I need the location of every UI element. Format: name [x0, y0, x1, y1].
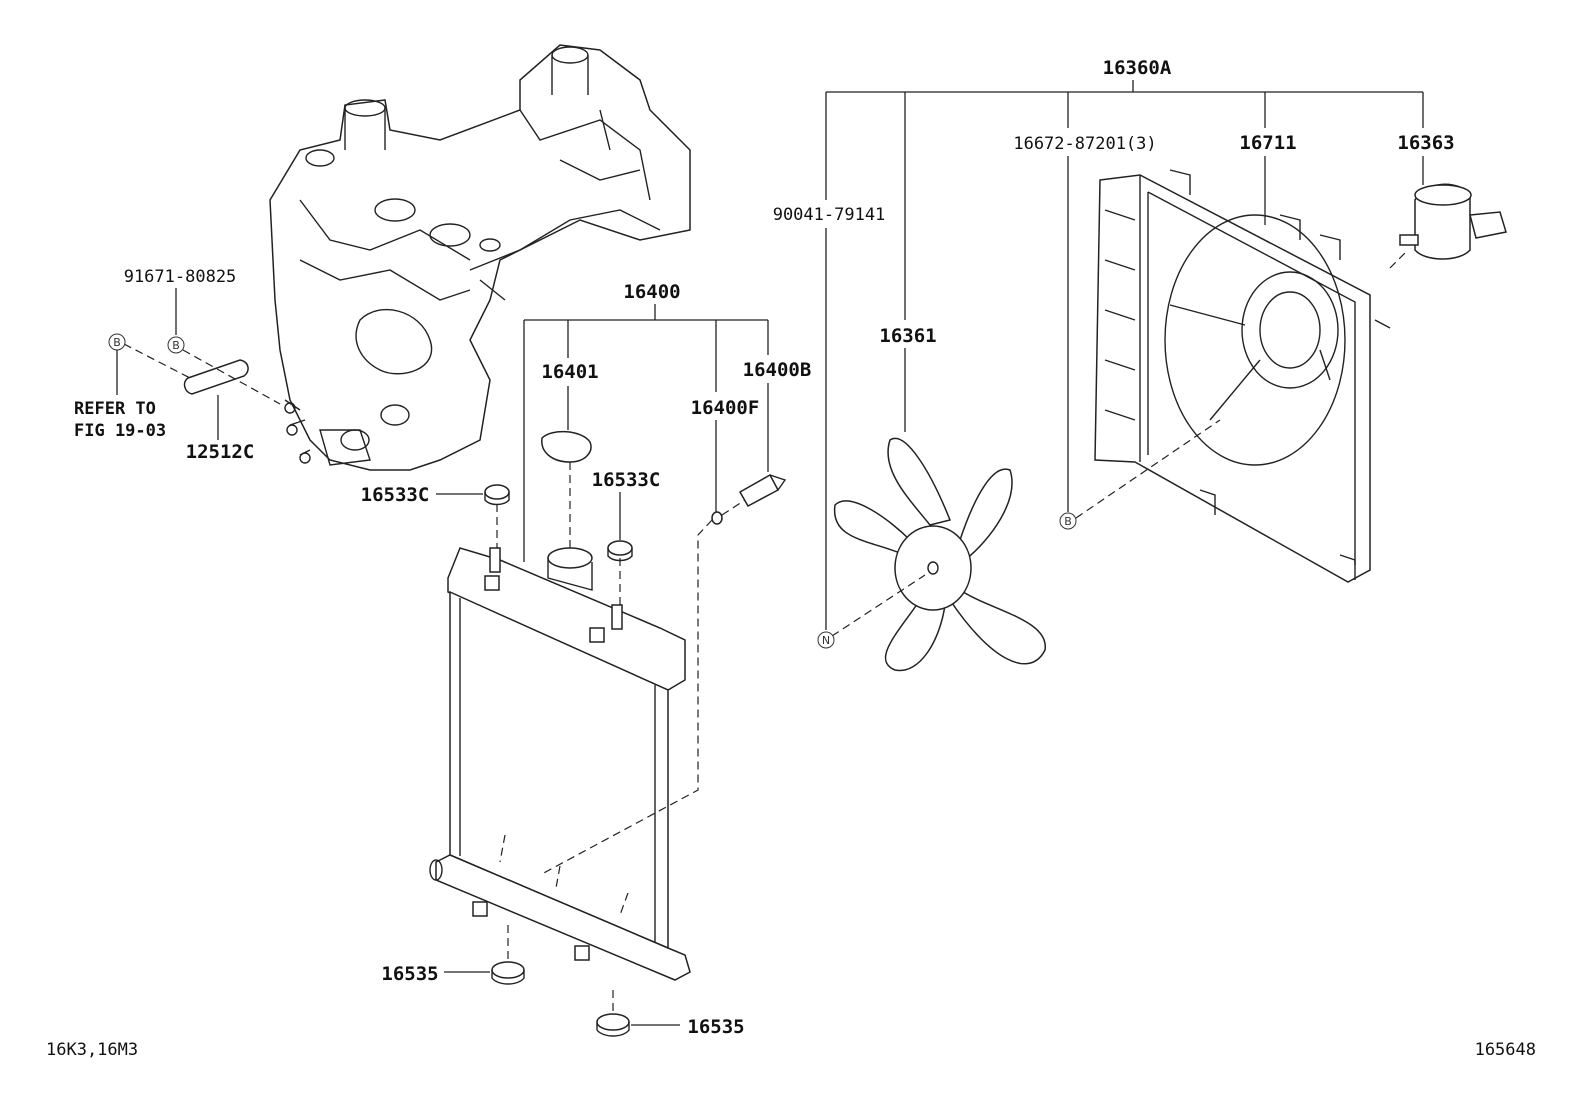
- marker-b-left: B: [108, 333, 126, 351]
- callout-16533C-left: 16533C: [361, 484, 430, 506]
- svg-text:B: B: [1064, 515, 1072, 528]
- svg-text:B: B: [172, 339, 180, 352]
- callout-16400: 16400: [623, 281, 680, 303]
- plate-12512C: [183, 359, 249, 395]
- footer-figure-id: 165648: [1475, 1040, 1536, 1060]
- callout-16363: 16363: [1397, 132, 1454, 154]
- callout-16361: 16361: [879, 325, 936, 347]
- engine-block-illustration: [269, 44, 691, 471]
- leader-lines: [116, 80, 1424, 1026]
- radiator-cap-16401: [541, 430, 592, 463]
- fan-motor-16363: [1399, 183, 1507, 260]
- callout-16535-left: 16535: [381, 963, 438, 985]
- footer-models: 16K3,16M3: [46, 1040, 138, 1060]
- marker-n-fan: N: [817, 631, 835, 649]
- callout-16672-87201: 16672-87201(3): [1013, 134, 1156, 154]
- gasket-16400F: [711, 511, 723, 525]
- marker-b-shroud: B: [1059, 512, 1077, 530]
- grommet-16533C-a: [484, 484, 510, 506]
- mount-cushion-16535-a: [491, 961, 525, 985]
- callout-16400B: 16400B: [743, 359, 812, 381]
- fan-blade-16361: [833, 437, 1046, 672]
- callout-16360A: 16360A: [1103, 57, 1172, 79]
- mount-cushion-16535-b: [596, 1013, 630, 1037]
- callout-12512C: 12512C: [186, 441, 255, 463]
- callout-16533C-right: 16533C: [592, 469, 661, 491]
- callout-16400F: 16400F: [691, 397, 760, 419]
- fan-shroud-16711: [1094, 169, 1391, 583]
- marker-b-center: B: [167, 336, 185, 354]
- callout-16401: 16401: [541, 361, 598, 383]
- grommet-16533C-b: [607, 540, 633, 562]
- callout-16711: 16711: [1239, 132, 1296, 154]
- drain-plug-16400B: [738, 473, 787, 508]
- radiator-illustration: [429, 547, 691, 981]
- callout-16535-right: 16535: [687, 1016, 744, 1038]
- callout-91671-80825: 91671-80825: [124, 267, 237, 287]
- refer-to-line2: FIG 19-03: [74, 421, 166, 441]
- dashed-connection-lines: [123, 249, 1409, 1014]
- callout-90041-79141: 90041-79141: [773, 205, 886, 225]
- svg-text:N: N: [822, 634, 830, 647]
- svg-text:B: B: [113, 336, 121, 349]
- refer-to-line1: REFER TO: [74, 399, 156, 419]
